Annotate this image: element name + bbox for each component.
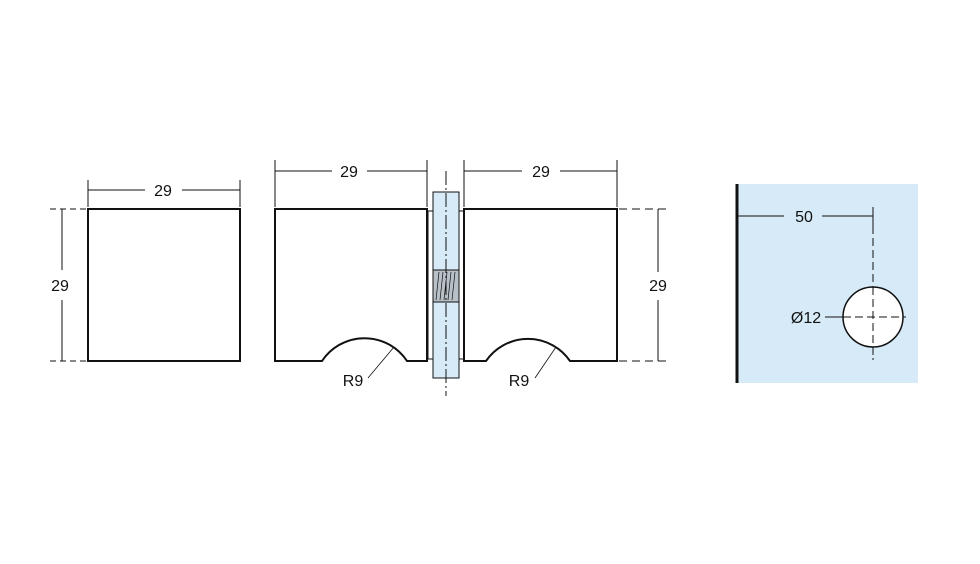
front-height-dimension — [50, 208, 86, 362]
left-radius-label: R9 — [343, 373, 364, 390]
front-height-label: 29 — [51, 278, 69, 295]
front-width-dimension — [87, 180, 241, 207]
left-knob-profile — [274, 208, 428, 362]
front-width-label: 29 — [154, 183, 172, 200]
glass-panel-face — [737, 184, 918, 383]
left-width-label: 29 — [340, 164, 358, 181]
edge-distance-label: 50 — [795, 209, 813, 226]
right-radius-leader — [534, 346, 557, 379]
side-height-label: 29 — [649, 278, 667, 295]
side-width-dimensions — [274, 160, 618, 207]
right-radius-label: R9 — [509, 373, 530, 390]
front-view-square — [87, 208, 241, 362]
side-height-dimension — [619, 208, 666, 362]
hole-diameter-label: Ø12 — [791, 310, 821, 327]
left-spacer — [427, 210, 434, 360]
left-radius-leader — [367, 346, 395, 379]
right-width-label: 29 — [532, 164, 550, 181]
right-knob-profile — [463, 208, 618, 362]
